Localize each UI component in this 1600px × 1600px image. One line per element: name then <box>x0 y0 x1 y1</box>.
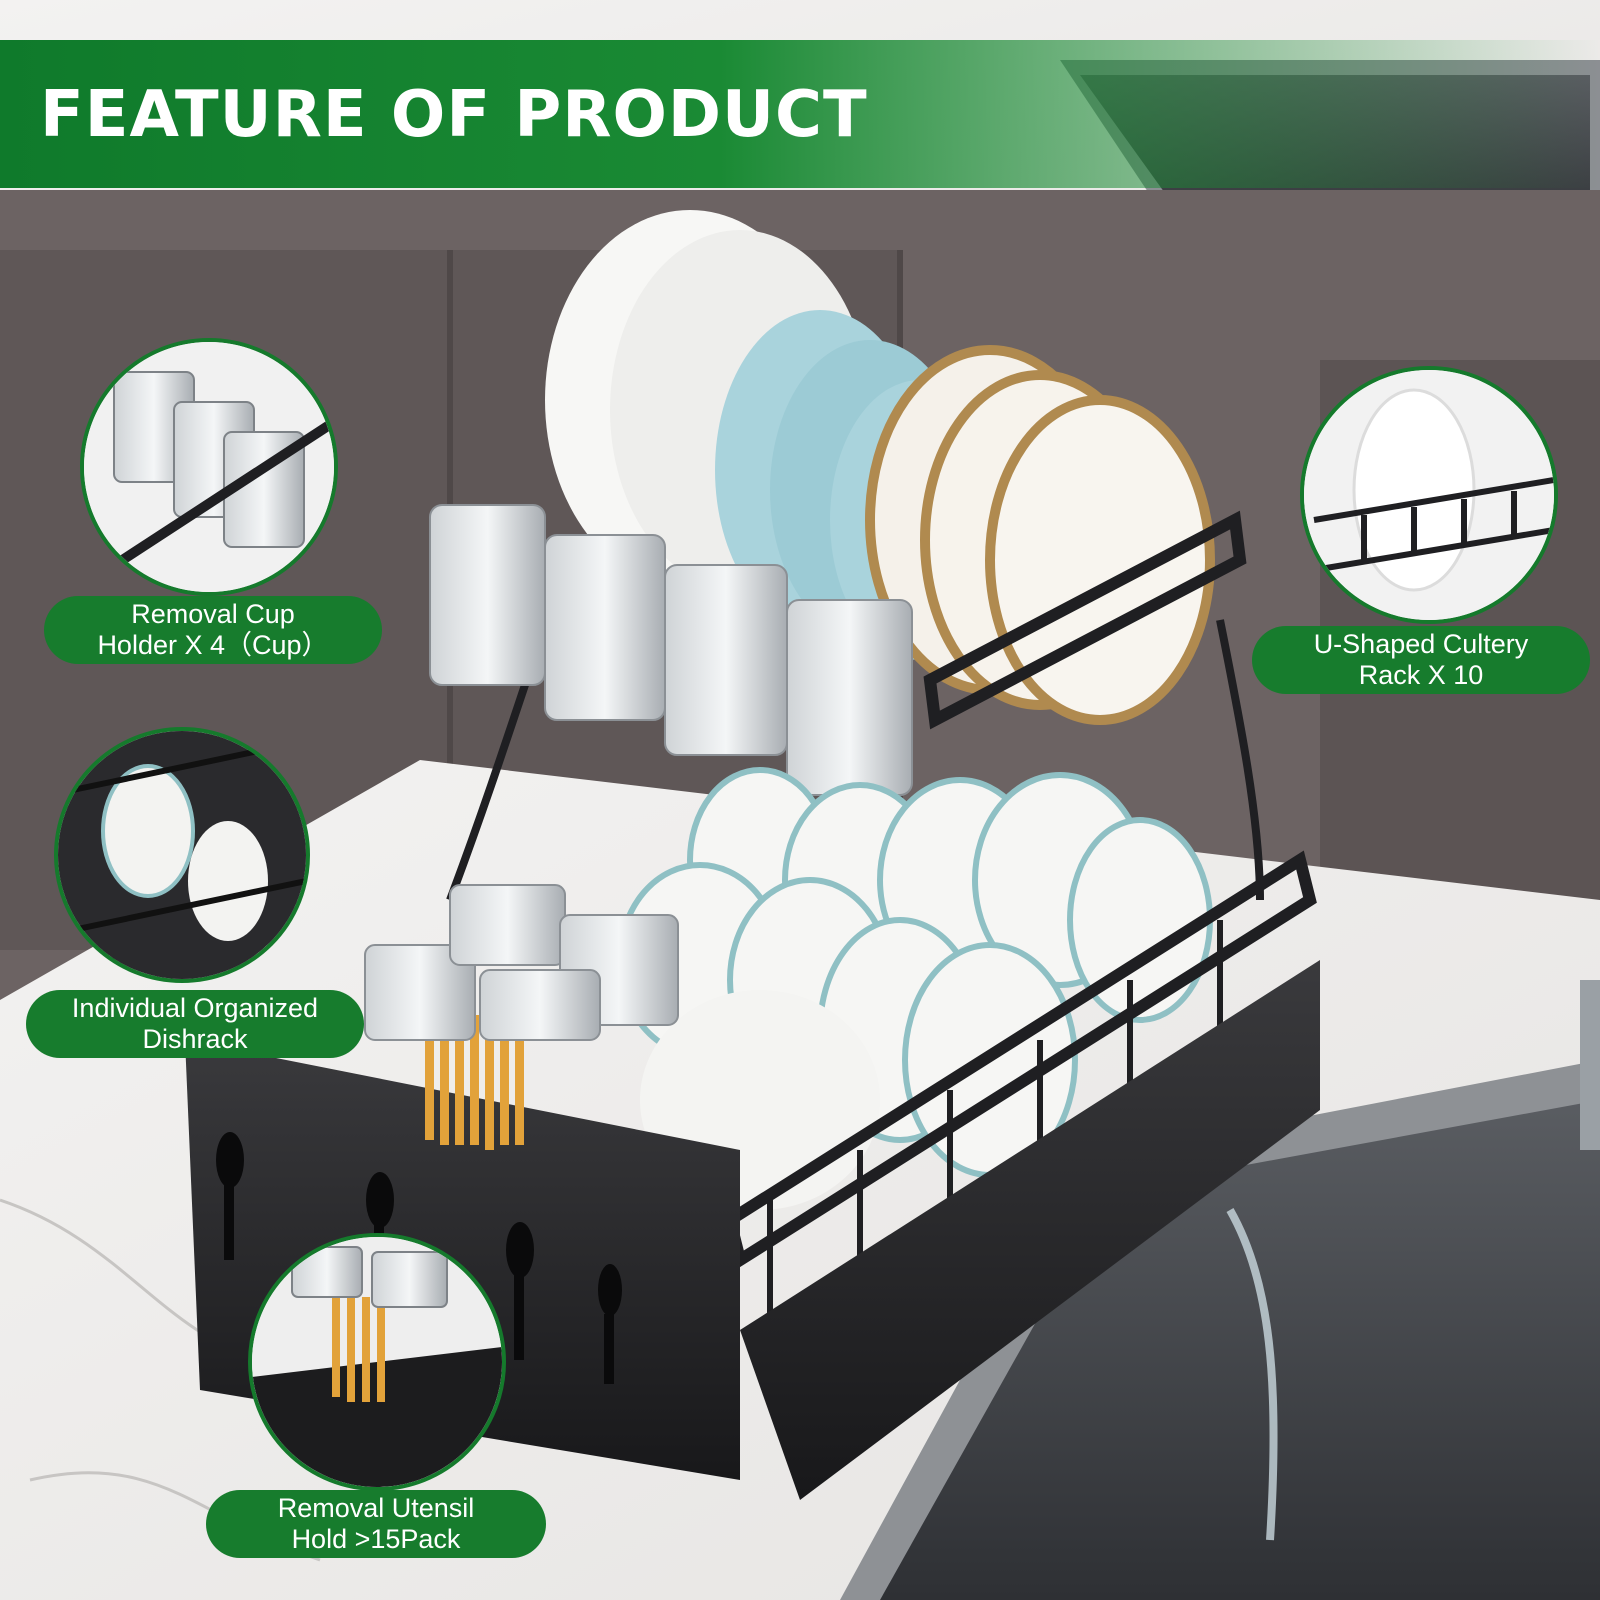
utensil-holder-closeup <box>248 1233 506 1491</box>
cup-holder-label-line1: Removal Cup <box>131 599 295 629</box>
utensil-holder-label-line2: Hold >15Pack <box>291 1524 461 1554</box>
utensil-holder-label: Removal Utensil Hold >15Pack <box>206 1490 546 1558</box>
u-shaped-rack-label-line2: Rack X 10 <box>1358 660 1484 690</box>
cup-holder-closeup <box>80 338 338 596</box>
u-shaped-rack-label-line1: U-Shaped Cultery <box>1313 629 1529 659</box>
utensil-holder-label-line1: Removal Utensil <box>277 1493 475 1523</box>
banner-title: FEATURE OF PRODUCT <box>40 78 868 152</box>
cup-holder-label: Removal Cup Holder X 4（Cup） <box>44 596 382 664</box>
feature-banner <box>0 40 1600 188</box>
dishrack-label-line2: Dishrack <box>142 1024 248 1054</box>
cup-holder-label-line2: Holder X 4（Cup） <box>97 630 329 660</box>
dishrack-closeup <box>54 727 310 983</box>
u-shaped-rack-label: U-Shaped Cultery Rack X 10 <box>1252 626 1590 694</box>
u-shaped-rack-closeup <box>1300 366 1558 624</box>
dishrack-label-line1: Individual Organized <box>71 993 319 1023</box>
dishrack-label: Individual Organized Dishrack <box>26 990 364 1058</box>
